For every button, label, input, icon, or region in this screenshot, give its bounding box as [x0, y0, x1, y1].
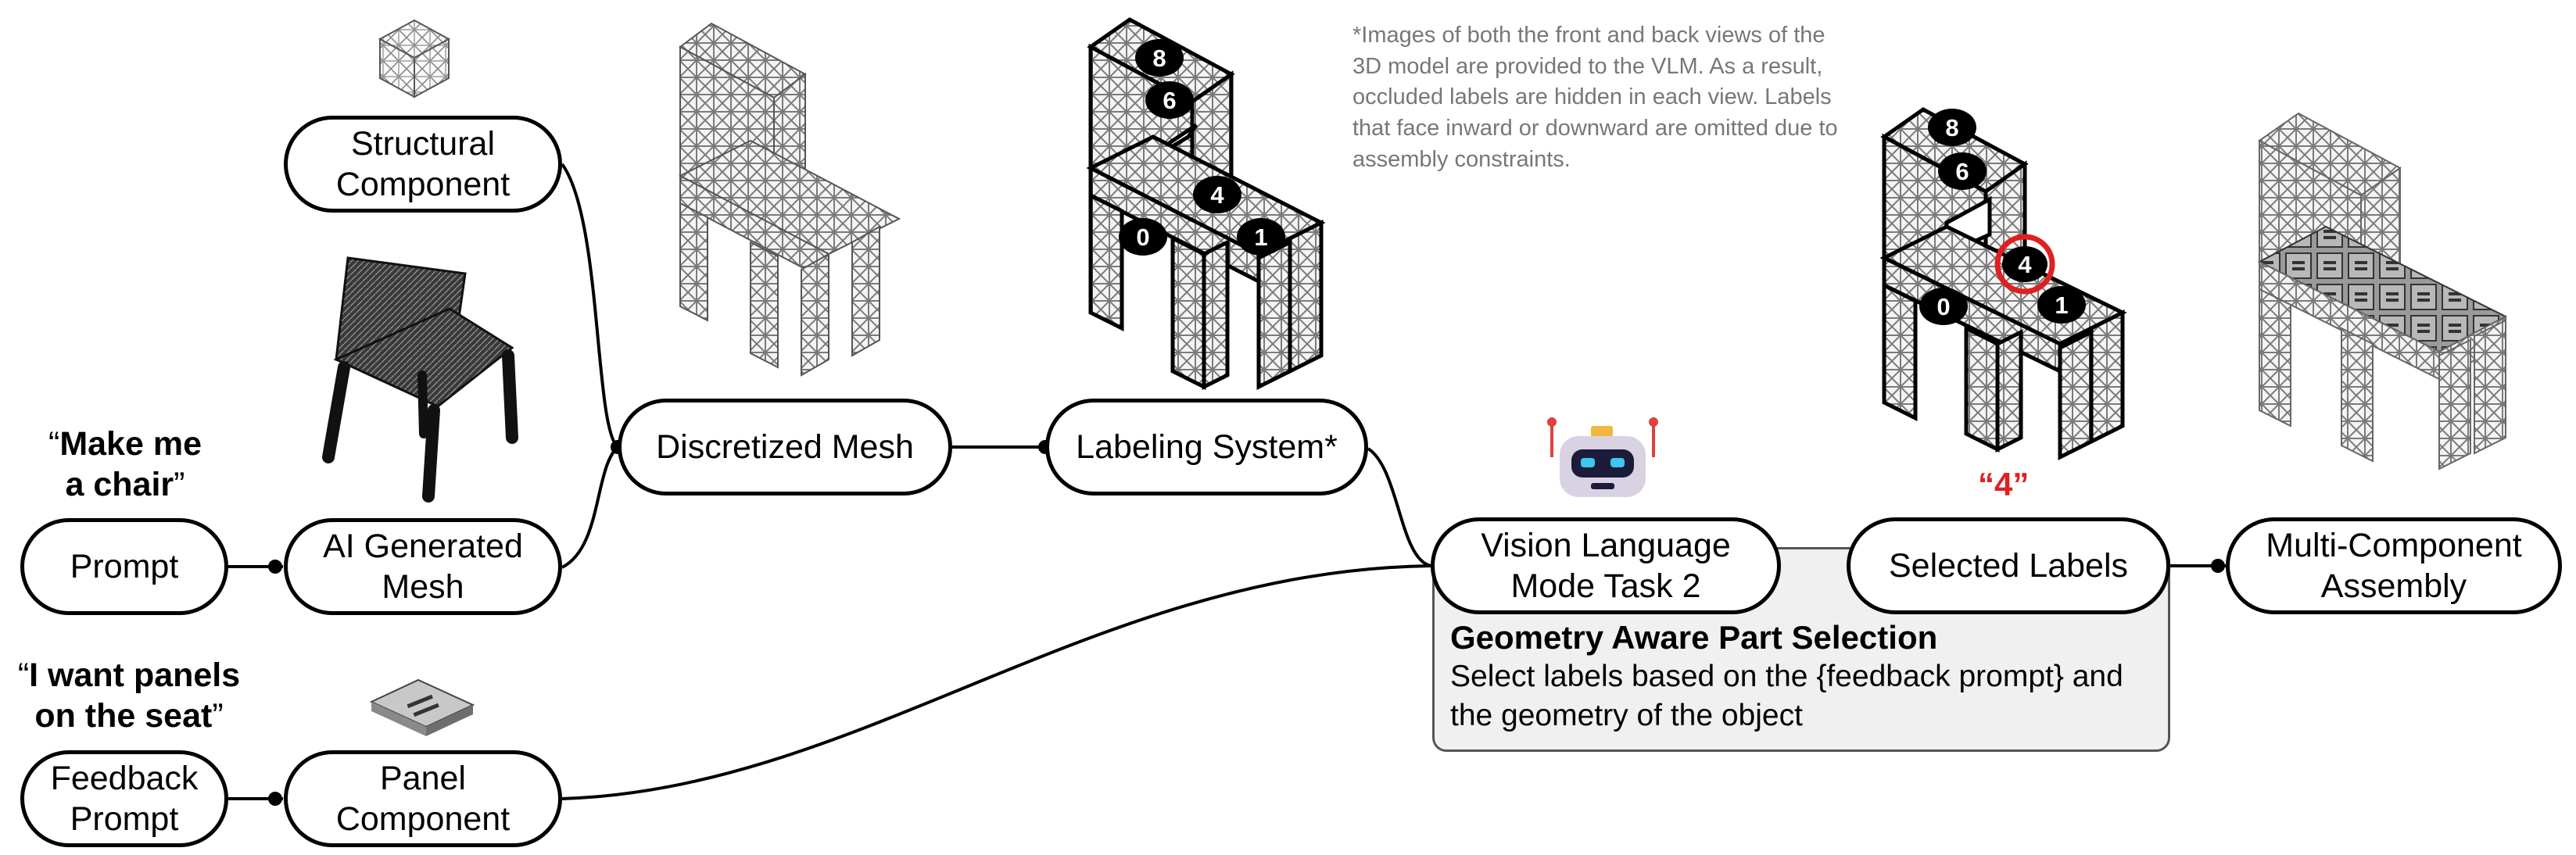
- lattice-chair-image: [678, 22, 901, 377]
- connector-structural-discretized: [561, 163, 619, 449]
- connector-labeling-vlm: [1367, 447, 1431, 567]
- connector-panel-vlm: [561, 564, 1431, 800]
- label-text: 1: [1254, 224, 1267, 251]
- labels-view2: [1919, 109, 2086, 325]
- task-body: Select labels based on the {feedback pro…: [1450, 660, 2123, 733]
- label-text: 4: [2018, 251, 2032, 278]
- label-marker: [1938, 152, 1987, 190]
- label-text: 8: [1945, 114, 1958, 141]
- node-discretized-mesh: Discretized Mesh: [618, 399, 952, 495]
- label-marker: [1193, 176, 1241, 213]
- task-title: Geometry Aware Part Selection: [1450, 619, 1938, 656]
- label-marker: [2002, 246, 2048, 282]
- label-marker: [2037, 286, 2086, 324]
- label-text: 6: [1955, 158, 1969, 185]
- assembly-chair-image: [2257, 112, 2508, 470]
- structural-cube-image: [378, 19, 451, 98]
- node-prompt: Prompt: [20, 518, 228, 615]
- label-text: 0: [1936, 293, 1950, 320]
- label-marker: [1135, 39, 1184, 77]
- ai-chair-image: [322, 256, 518, 503]
- labels-view1: [1119, 39, 1285, 256]
- node-selected-labels: Selected Labels: [1847, 517, 2170, 614]
- label-text: 6: [1163, 87, 1176, 114]
- label-text: 1: [2055, 292, 2068, 319]
- label-marker: [1928, 109, 1976, 146]
- panel-image: [369, 678, 475, 736]
- label-marker: [1237, 218, 1285, 256]
- label-text: 4: [1210, 181, 1224, 209]
- label-marker: [1919, 288, 1968, 325]
- node-labeling-system: Labeling System*: [1045, 399, 1368, 495]
- robot-icon: [1547, 417, 1658, 497]
- label-marker: [1145, 81, 1194, 119]
- labeling-footnote: *Images of both the front and back views…: [1352, 23, 1838, 172]
- labeled-chair-view2: [1879, 107, 2127, 461]
- connector-aimesh-discretized: [561, 445, 619, 569]
- selected-label-value: “4”: [1978, 466, 2030, 503]
- selected-label-highlight: [1994, 234, 2055, 295]
- label-text: 8: [1152, 45, 1166, 72]
- feedback-prompt-quote: “I want panels on the seat”: [17, 656, 241, 735]
- connectors: [228, 163, 2226, 800]
- label-text: 0: [1136, 224, 1149, 251]
- chair-prompt-quote: “Make me a chair”: [48, 425, 202, 504]
- label-marker: [1119, 218, 1167, 256]
